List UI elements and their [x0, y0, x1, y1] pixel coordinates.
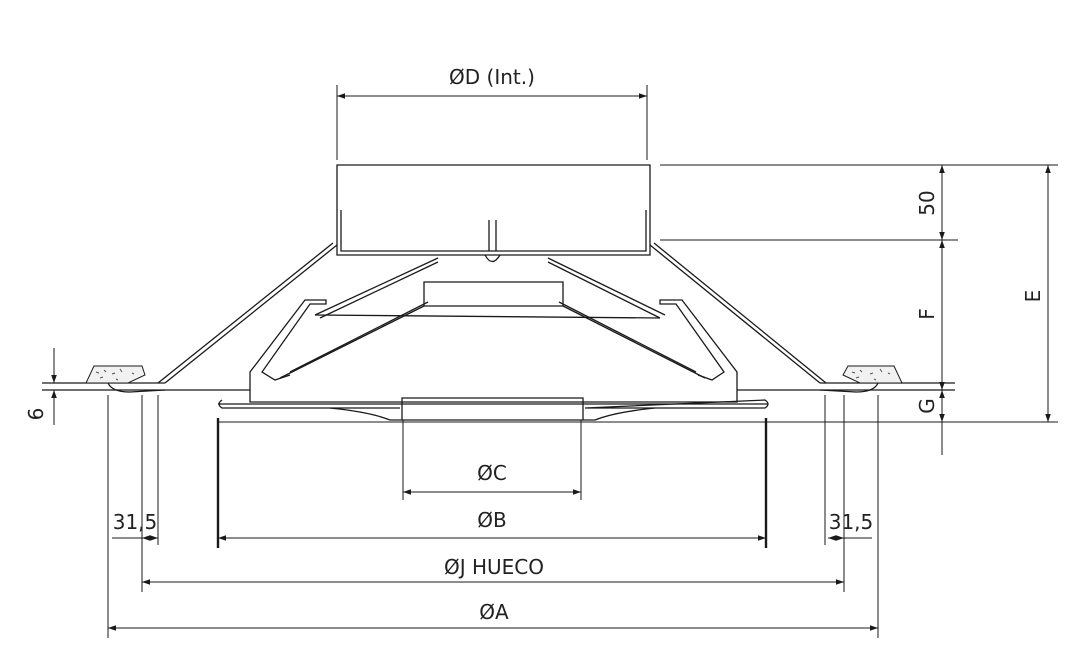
label-diameter-c: ØC [477, 461, 507, 485]
bracket-left [249, 299, 327, 383]
label-diameter-j-hueco: ØJ HUECO [444, 555, 544, 579]
label-diameter-d-int: ØD (Int.) [449, 65, 535, 89]
lower-rim [249, 383, 738, 403]
dimension-lines [51, 93, 1051, 631]
center-stem [488, 220, 497, 251]
extension-lines [107, 85, 1058, 638]
center-plate [401, 397, 584, 421]
ceiling-line-right [737, 382, 955, 391]
ceiling-tile-right [842, 365, 903, 384]
flange-right [819, 382, 879, 393]
label-diameter-b: ØB [477, 508, 506, 532]
inner-cone-upper [314, 257, 666, 316]
label-g: G [915, 398, 939, 414]
neck-collar [336, 164, 651, 256]
diffuser-body [42, 164, 955, 421]
label-flange-right: 31,5 [829, 510, 874, 534]
outer-cone [164, 244, 821, 384]
label-f: F [915, 308, 939, 320]
label-flange-left: 31,5 [113, 510, 158, 534]
label-e: E [1021, 290, 1045, 303]
label-diameter-a: ØA [479, 600, 509, 624]
bracket-right [659, 299, 738, 383]
inner-plate [423, 281, 564, 307]
rim-lines [216, 418, 768, 548]
ceiling-line-left [42, 382, 250, 391]
label-neck-height: 50 [915, 190, 939, 215]
ceiling-tile-left [85, 365, 146, 384]
label-thickness: 6 [24, 408, 48, 421]
flange-left [107, 382, 166, 393]
